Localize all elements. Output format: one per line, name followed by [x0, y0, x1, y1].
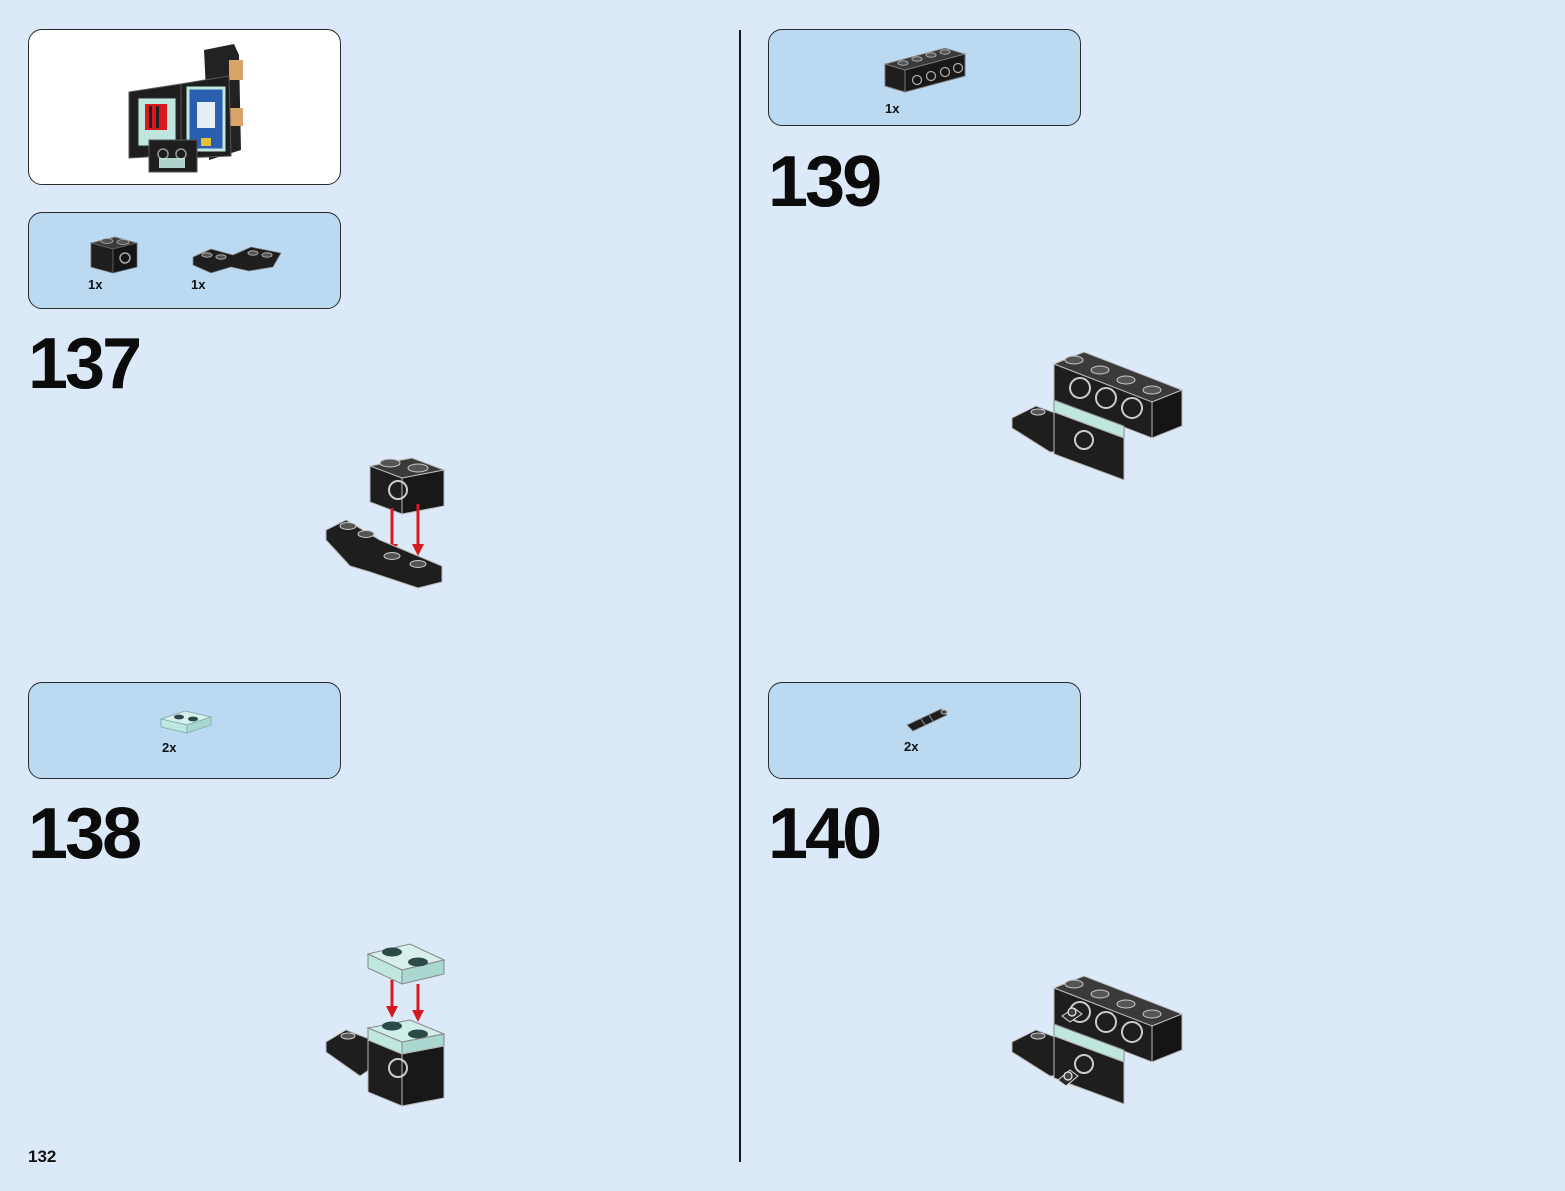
step-137-number: 137 [28, 324, 142, 404]
step-139-part-1-qty: 1x [885, 101, 900, 116]
step-139-illustration [1011, 351, 1184, 481]
step-137-part-1-qty: 1x [88, 277, 103, 292]
submodel-preview-box [28, 29, 341, 185]
step-138-number: 138 [28, 794, 142, 874]
step-139-parts-box: 1x [768, 29, 1081, 126]
trans-plate-1x2-icon [159, 710, 213, 734]
technic-brick-1x2-icon [89, 236, 139, 274]
page-divider [739, 30, 741, 1162]
step-138-part-1-qty: 2x [162, 740, 177, 755]
step-138-parts-box: 2x [28, 682, 341, 779]
submodel-preview-icon [128, 44, 243, 173]
step-140-parts-box: 2x [768, 682, 1081, 779]
step-140-part-1-qty: 2x [904, 739, 919, 754]
step-138-illustration [325, 943, 446, 1107]
step-139-number: 139 [768, 142, 882, 222]
step-137-parts-box: 1x 1x [28, 212, 341, 309]
technic-brick-1x4-icon [883, 47, 967, 93]
step-140-illustration [1011, 975, 1184, 1105]
connector-pin-icon [906, 708, 948, 732]
page-number: 132 [28, 1147, 57, 1166]
step-140-number: 140 [768, 794, 882, 874]
step-137-illustration [325, 457, 446, 589]
step-137-part-2-qty: 1x [191, 277, 206, 292]
wedge-plate-icon [192, 246, 282, 274]
